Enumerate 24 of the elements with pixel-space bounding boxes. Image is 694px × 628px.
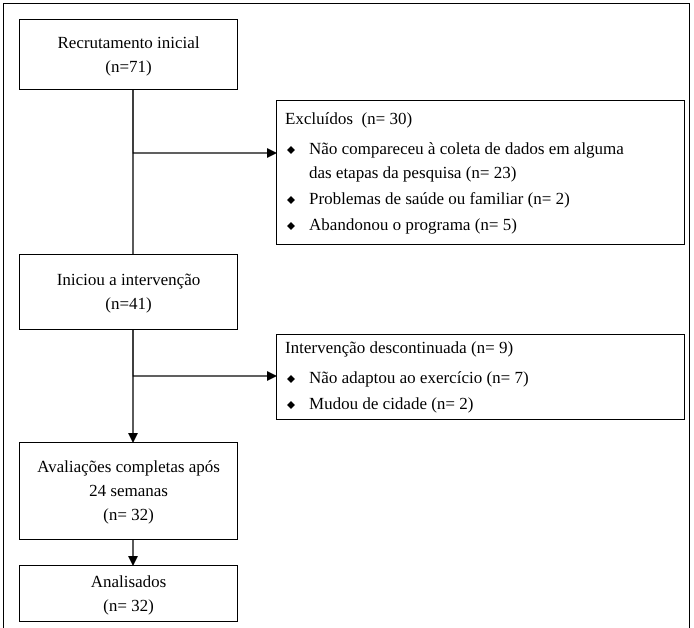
- box-text: (n=71): [105, 56, 152, 78]
- process-box: [19, 19, 238, 90]
- list-item-text: Mudou de cidade (n= 2): [309, 393, 474, 415]
- box-heading: Excluídos (n= 30): [285, 108, 414, 130]
- arrow: [132, 330, 277, 381]
- exclusion-box: [276, 100, 685, 245]
- box-text: Iniciou a intervenção: [56, 269, 200, 291]
- box-text: Avaliações completas após 24 semanas: [36, 456, 221, 502]
- list-item-text: Não adaptou ao exercício (n= 7): [309, 367, 530, 389]
- list-item-text: Abandonou o programa (n= 5): [309, 214, 518, 236]
- process-box: [19, 565, 238, 622]
- process-box: [19, 254, 238, 330]
- box-text: (n= 32): [103, 594, 154, 616]
- exclusion-box: [276, 334, 685, 420]
- process-box: [19, 442, 238, 540]
- list-item-text: Problemas de saúde ou familiar (n= 2): [309, 188, 571, 210]
- box-text: (n=41): [105, 293, 152, 315]
- list-item-text: Não compareceu à coleta de dados em alguma das etapas da pesquisa (n= 23): [309, 138, 625, 184]
- box-text: Analisados: [90, 570, 166, 592]
- arrow: [128, 540, 138, 566]
- box-heading: Intervenção descontinuada (n= 9): [285, 337, 514, 359]
- arrow: [132, 90, 277, 158]
- box-text: Recrutamento inicial: [57, 32, 200, 54]
- box-text: (n= 32): [103, 504, 154, 526]
